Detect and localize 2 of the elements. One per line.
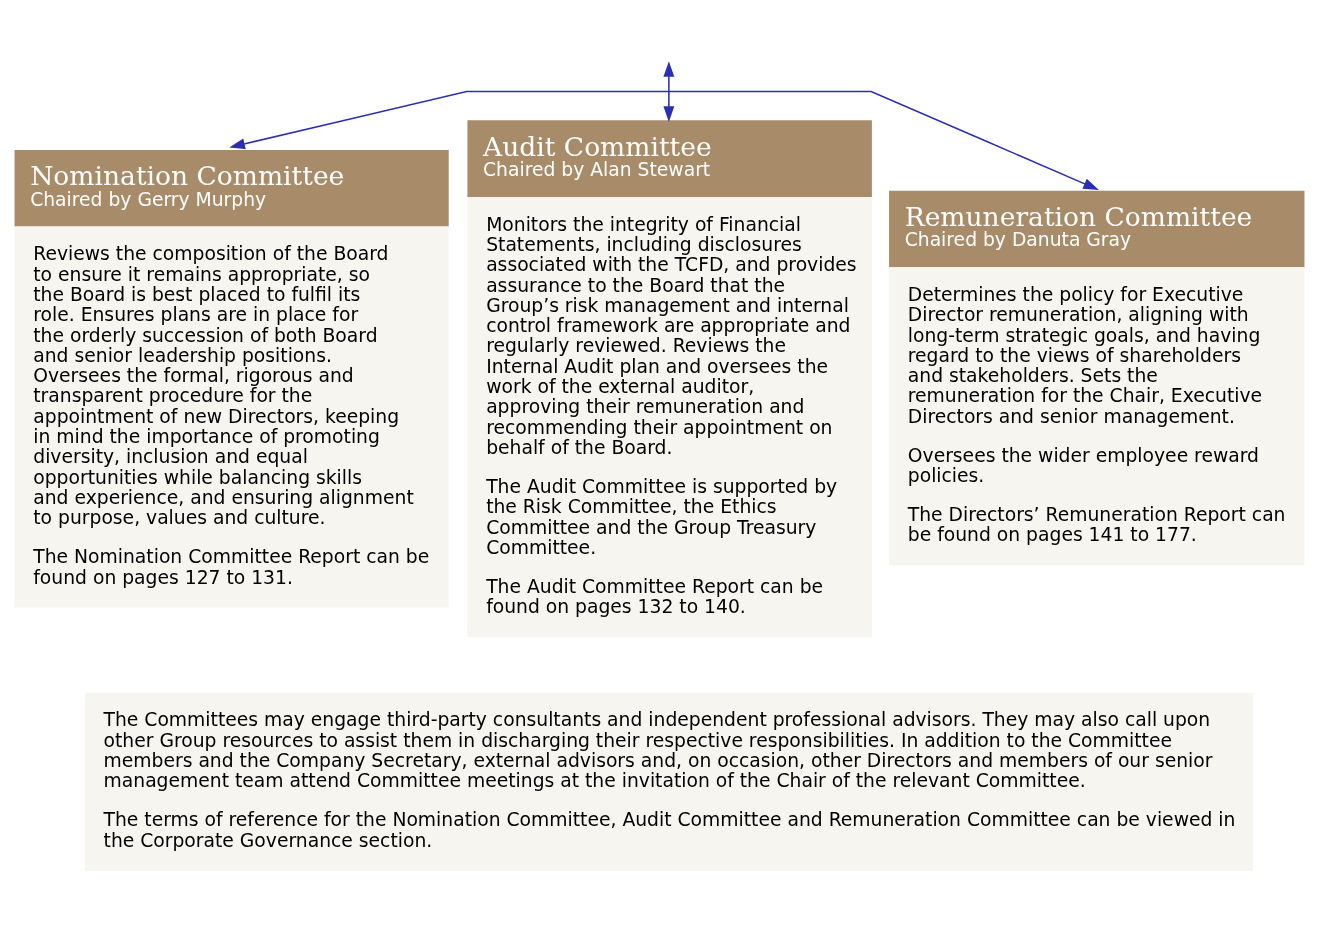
arrow [663, 61, 675, 122]
arrow [229, 90, 1099, 191]
